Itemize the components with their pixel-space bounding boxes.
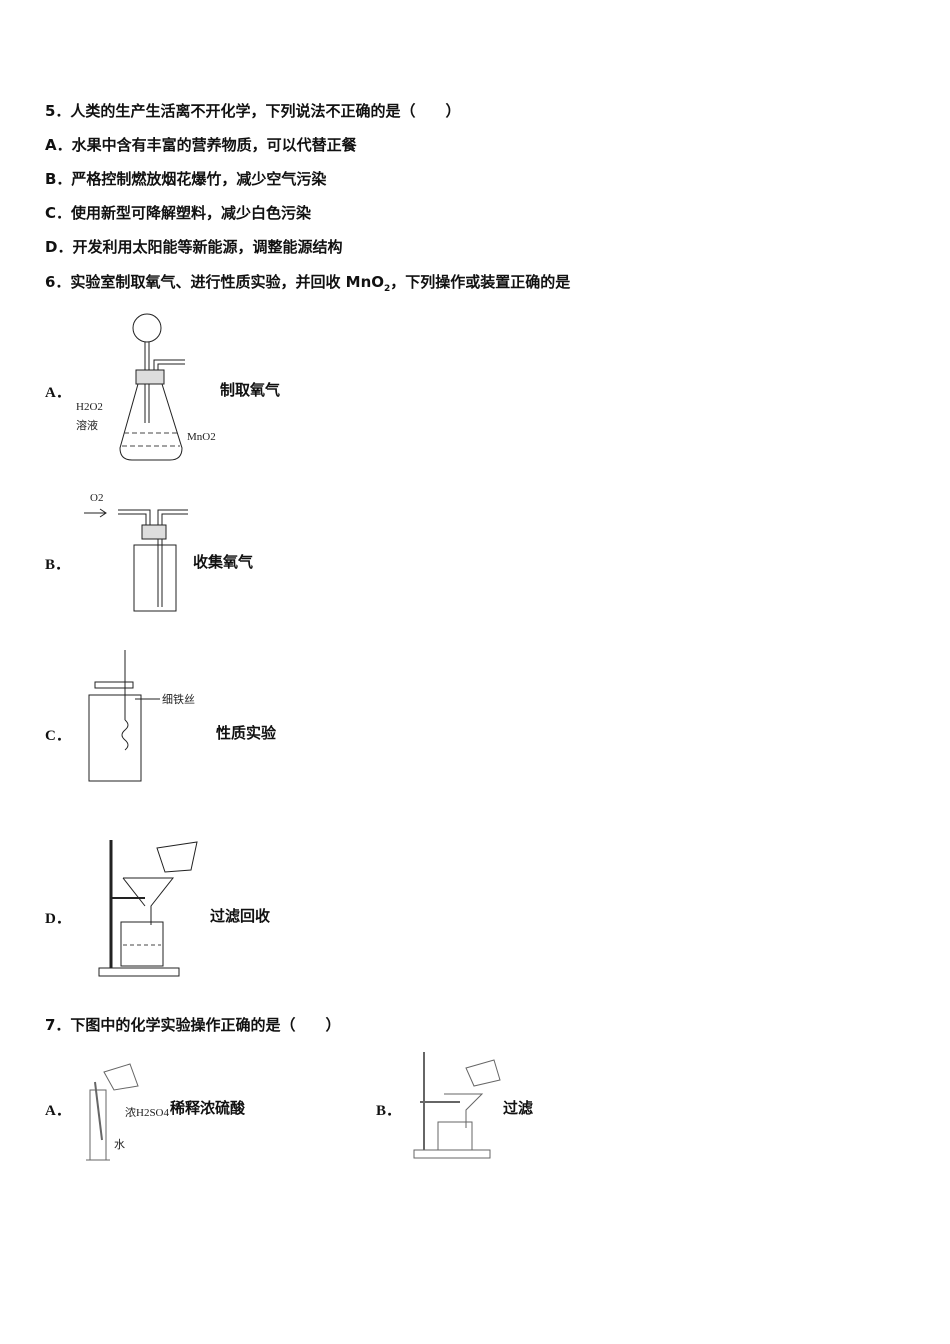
q6-option-c-caption: 性质实验	[216, 724, 277, 742]
solution-label: 溶液	[76, 418, 98, 432]
filtration-figure	[413, 1052, 501, 1159]
question-5-option-b: B．严格控制燃放烟花爆竹，减少空气污染	[45, 170, 327, 188]
q7-option-b-letter: B．	[376, 1103, 402, 1119]
q6-stem-sub: 2	[384, 284, 391, 294]
question-5-option-c: C．使用新型可降解塑料，减少白色污染	[45, 204, 312, 222]
gas-collection-bottle-figure: O2	[84, 492, 188, 612]
mno2-label: MnO2	[187, 431, 216, 443]
q6-stem-pre: 6．实验室制取氧气、进行性质实验，并回收 MnO	[45, 273, 385, 291]
o2-label: O2	[90, 492, 103, 504]
water-label: 水	[114, 1138, 125, 1151]
question-5-option-d: D．开发利用太阳能等新能源，调整能源结构	[45, 238, 343, 256]
iron-wire-label: 细铁丝	[162, 693, 195, 706]
q7-option-a-caption: 稀释浓硫酸	[170, 1099, 246, 1117]
q6-option-b-letter: B．	[45, 557, 71, 573]
question-5-stem: 5．人类的生产生活离不开化学，下列说法不正确的是（ ）	[45, 102, 461, 120]
q6-option-b-caption: 收集氧气	[193, 553, 254, 571]
h2o2-label: H2O2	[76, 401, 103, 413]
iron-wire-combustion-figure: 细铁丝	[88, 650, 195, 782]
dilute-sulfuric-acid-figure: 浓H2SO4 水	[86, 1063, 170, 1161]
q6-option-c-letter: C．	[45, 728, 71, 744]
q6-option-d-caption: 过滤回收	[210, 907, 271, 925]
q7-option-b-caption: 过滤	[503, 1099, 534, 1117]
question-7-stem: 7．下图中的化学实验操作正确的是（ ）	[45, 1016, 341, 1034]
q7-option-a-letter: A．	[45, 1103, 71, 1119]
oxygen-generation-apparatus-figure: H2O2 溶液 MnO2	[76, 313, 216, 461]
q6-option-a-letter: A．	[45, 385, 71, 401]
q6-stem-post: ，下列操作或装置正确的是	[390, 273, 571, 291]
question-5-option-a: A．水果中含有丰富的营养物质，可以代替正餐	[45, 136, 357, 154]
conc-h2so4-label: 浓H2SO4	[125, 1106, 170, 1119]
q6-option-d-letter: D．	[45, 911, 71, 927]
q6-option-a-caption: 制取氧气	[220, 381, 281, 399]
filtration-apparatus-figure	[98, 840, 198, 977]
question-6-stem: 6．实验室制取氧气、进行性质实验，并回收 MnO2，下列操作或装置正确的是	[45, 273, 570, 298]
